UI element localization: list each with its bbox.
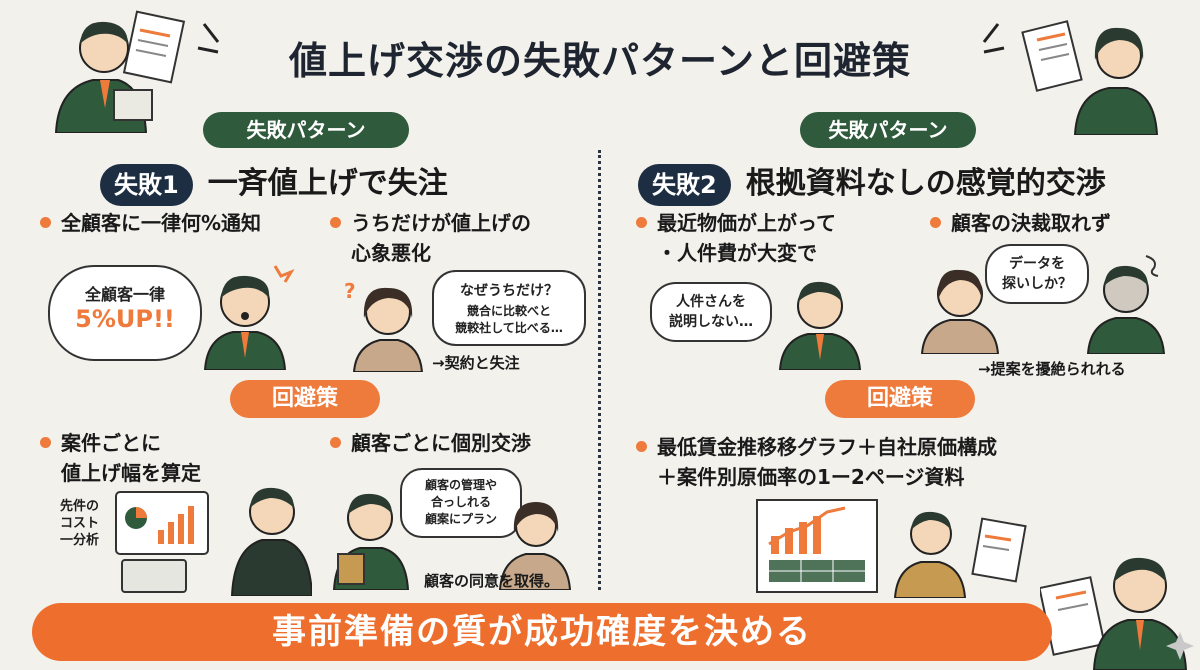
bullet-dot (330, 217, 341, 228)
failure-2-result: →提案を擾絶られれる (978, 360, 1126, 378)
competitor-question-bubble: なぜうちだけ？ 競合に比較べと 競較社して比べる… (432, 270, 586, 346)
bullet-dot (330, 437, 341, 448)
cost-analysis-note: 先件の コスト 一分析 (60, 499, 100, 548)
failure-pattern-label: 失敗パターン (800, 112, 976, 148)
emphasis-lines-icon (197, 23, 220, 54)
businessman-surprised-illustration (203, 265, 295, 370)
businesswoman-with-document-illustration (1021, 20, 1159, 135)
failure-1-heading: 一斉値上げで失注 (207, 166, 448, 201)
woman-thinking-illustration: ? (344, 279, 424, 372)
customer-rejection-illustration (920, 255, 1166, 354)
avoidance-label-right: 回避策 (825, 380, 975, 418)
failure-pattern-label: 失敗パターン (203, 112, 409, 148)
page-title: 値上げ交渉の失敗パターンと回避策 (288, 39, 912, 83)
avoid-point-per-case: 案件ごとに 値上げ幅を算定 (40, 428, 201, 488)
businessman-presenting-illustration (1040, 557, 1194, 670)
bullet-dot (636, 441, 647, 452)
customer-agreement-note: 顧客の同意を取得。 (424, 572, 560, 590)
bullet-dot (636, 217, 647, 228)
failure-1-badge: 失敗1 (100, 164, 193, 206)
bullet-dot (40, 217, 51, 228)
failure-1-header: 失敗1 一斉値上げで失注 (100, 158, 448, 206)
customer-plan-bubble: 顧客の管理や 合っしれる 顧案にプラン (400, 468, 522, 538)
svg-text:?: ? (344, 279, 356, 303)
emphasis-lines-icon (982, 23, 1005, 54)
data-question-bubble: データを 探いしか？ (985, 244, 1089, 304)
bullet-dot (40, 437, 51, 448)
uniform-increase-notice-bubble: 全顧客一律 5%UP!! (48, 265, 202, 361)
staff-cost-bubble: 人件さんを 説明しない… (650, 282, 772, 342)
avoidance-label-left: 回避策 (230, 380, 380, 418)
businessman-worried-illustration (778, 281, 862, 370)
failure-2-point-no-approval: 顧客の決裁取れず (930, 208, 1111, 238)
evidence-report-illustration (756, 499, 1027, 598)
businessman-with-document-illustration (54, 10, 186, 133)
calculator-analysis-illustration (115, 487, 312, 596)
failure-2-heading: 根拠資料なしの感覚的交渉 (745, 166, 1106, 201)
failure-2-badge: 失敗2 (638, 164, 731, 206)
conclusion-banner: 事前準備の質が成功確度を決める (32, 603, 1052, 661)
avoid-point-evidence-document: 最低賃金推移移グラフ＋自社原価構成 ＋案件別原価率の1ー2ページ資料 (636, 432, 997, 492)
bullet-dot (930, 217, 941, 228)
failure-2-header: 失敗2 根拠資料なしの感覚的交渉 (638, 158, 1106, 206)
failure-2-point-cost-excuse: 最近物価が上がって ・人件費が大変で (636, 208, 836, 268)
column-divider (598, 150, 601, 590)
avoid-point-per-customer: 顧客ごとに個別交渉 (330, 428, 531, 458)
failure-1-point-bad-impression: うちだけが値上げの 心象悪化 (330, 208, 531, 268)
consultation-meeting-illustration (332, 493, 572, 590)
failure-1-point-uniform-notice: 全顧客に一律何%通知 (40, 208, 261, 238)
failure-1-result: →契約と失注 (432, 354, 520, 372)
